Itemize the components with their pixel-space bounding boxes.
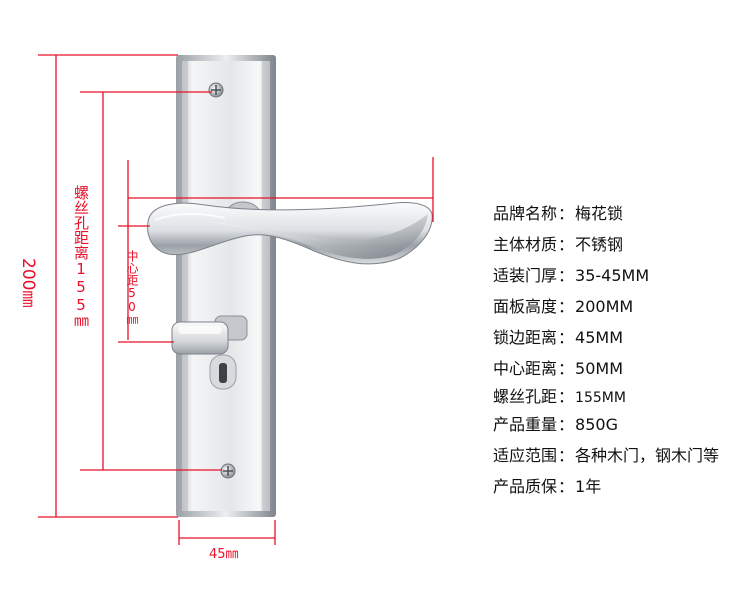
spec-label: 品牌名称 [493,204,558,223]
door-plate [182,61,270,511]
spec-label: 产品重量 [493,415,558,434]
width-label: 45㎜ [209,543,239,562]
spec-row-center-distance: 中心距离：50MM [493,359,623,378]
spec-row-brand: 品牌名称：梅花锁 [493,204,624,223]
screw-icon [208,82,224,98]
spec-value: 155MM [575,390,626,406]
screw-icon [220,463,236,479]
spec-row-lock-edge: 锁边距离：45MM [493,328,623,347]
spec-value: 35-45MM [575,266,650,285]
spec-label: 螺丝孔距 [493,387,558,406]
thumb-turn-icon [171,315,248,355]
total-height-label: 200㎜ [18,258,43,338]
spec-value: 850G [575,415,618,434]
center-distance-label: 中心距50㎜ [124,250,140,326]
spec-label: 产品质保 [493,477,558,496]
keyhole-icon [209,354,237,390]
spec-value: 200MM [575,297,634,316]
spec-label: 主体材质 [493,235,558,254]
screw-spacing-text: 螺丝孔距离155㎜ [72,185,90,329]
spec-row-material: 主体材质：不锈钢 [493,235,624,254]
spec-value: 各种木门，钢木门等 [575,446,720,465]
spec-label: 锁边距离 [493,328,558,347]
spec-label: 中心距离 [493,359,558,378]
spec-label: 面板高度 [493,297,558,316]
spec-row-weight: 产品重量：850G [493,415,618,434]
spec-value: 50MM [575,359,623,378]
dimension-lines [38,54,434,545]
spec-list: 品牌名称：梅花锁 主体材质：不锈钢 适装门厚：35-45MM 面板高度：200M… [493,198,748,502]
spec-row-warranty: 产品质保：1年 [493,477,602,496]
spec-row-screw-spacing: 螺丝孔距：155MM [493,387,626,406]
center-distance-text: 中心距50㎜ [125,250,139,326]
spec-value: 1年 [575,477,602,496]
spec-value: 45MM [575,328,623,347]
width-text: 45㎜ [209,547,239,562]
total-height-text: 200㎜ [18,258,38,308]
spec-row-door-thickness: 适装门厚：35-45MM [493,266,650,285]
spec-label: 适装门厚 [493,266,558,285]
spec-label: 适应范围 [493,446,558,465]
screw-spacing-label: 螺丝孔距离155㎜ [70,185,92,329]
lock-handle [147,202,433,265]
spec-value: 不锈钢 [575,235,624,254]
spec-row-panel-height: 面板高度：200MM [493,297,634,316]
spec-value: 梅花锁 [575,204,624,223]
spec-row-usage: 适应范围：各种木门，钢木门等 [493,446,720,465]
